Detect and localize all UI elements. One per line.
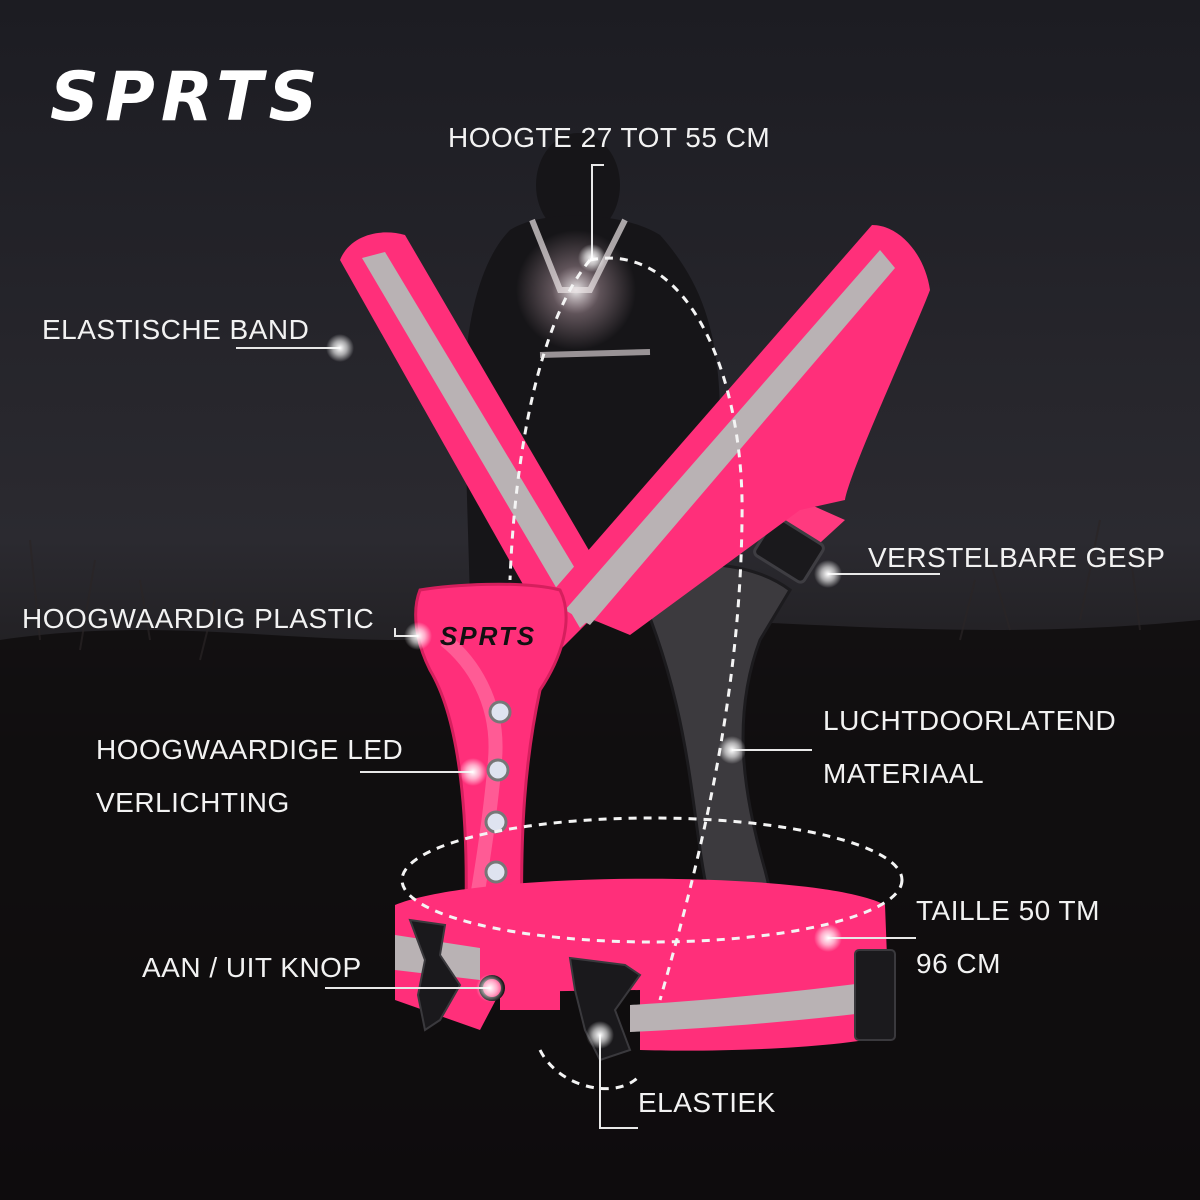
right-reflective-stripe [565, 250, 895, 625]
breathable-label-line1: LUCHTDOORLATEND [823, 705, 1117, 736]
waist-dash [400, 816, 904, 944]
height-dash-right [589, 256, 744, 1001]
waist-label-line2: 96 CM [916, 948, 1001, 979]
elastic-dash [538, 1049, 642, 1091]
breathable-label-line2: MATERIAAL [823, 758, 985, 789]
belt-end-clip [854, 949, 896, 1041]
height-label: HOOGTE 27 TOT 55 CM [448, 122, 771, 153]
height-dash-left [508, 259, 592, 581]
led-label-line1: HOOGWAARDIGE LED [96, 734, 404, 765]
led-lights [484, 700, 512, 884]
belt-reflective-stripe [630, 980, 888, 1032]
led-label-line2: VERLICHTING [96, 787, 290, 818]
left-reflective-stripe [362, 252, 600, 628]
breathable-back-panel [627, 562, 792, 899]
grass-stems [29, 519, 1141, 661]
measurement-dashes [400, 256, 904, 1091]
elastic-band-label: ELASTISCHE BAND [42, 314, 310, 345]
on-off-label: AAN / UIT KNOP [142, 952, 362, 983]
plastic-label: HOOGWAARDIG PLASTIC [22, 603, 375, 634]
vest-logo: SPRTS [440, 621, 536, 651]
elastic-label: ELASTIEK [638, 1087, 776, 1118]
waist-label-line1: TAILLE 50 TM [916, 895, 1100, 926]
brand-logo: SPRTS [50, 58, 323, 137]
adjustable-buckle-label: VERSTELBARE GESP [868, 542, 1166, 573]
callout-dots [326, 244, 842, 1049]
belt-buckle-left [408, 918, 462, 1032]
